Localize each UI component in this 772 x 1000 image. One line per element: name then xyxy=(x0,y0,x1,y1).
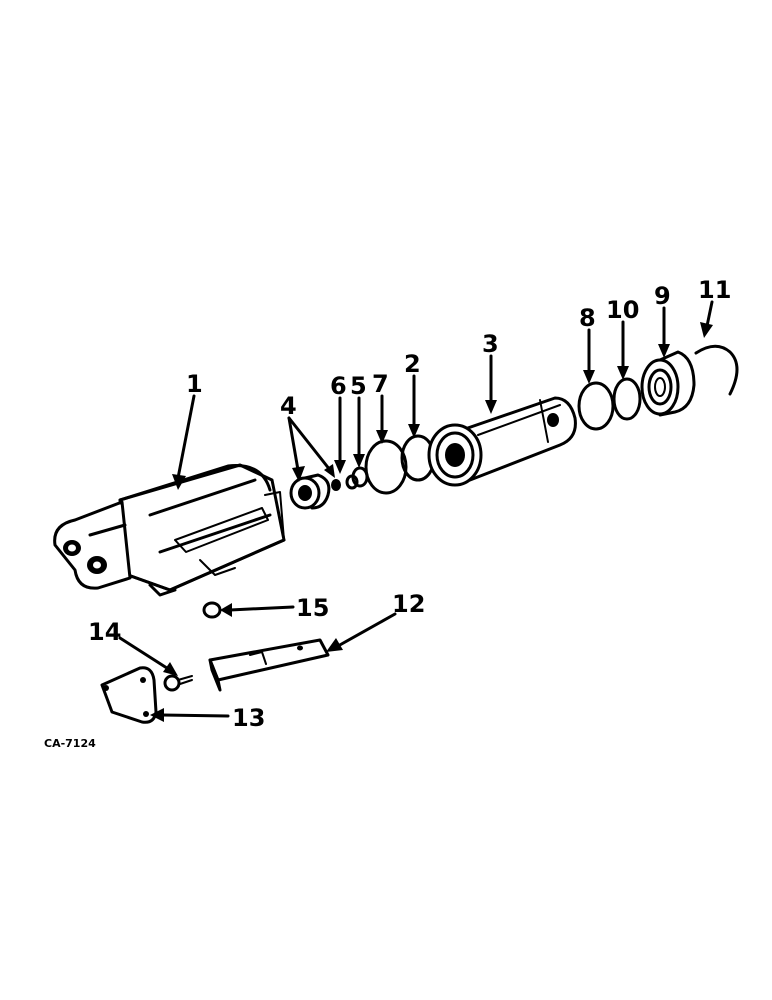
callout-11: 11 xyxy=(698,276,731,304)
leader-arrows xyxy=(118,300,714,722)
callout-12: 12 xyxy=(392,590,425,618)
callout-2: 2 xyxy=(404,350,421,378)
callout-10: 10 xyxy=(606,296,639,324)
callout-7: 7 xyxy=(372,370,389,398)
figure-code: CA-7124 xyxy=(44,737,96,750)
part-9-gland xyxy=(640,350,696,417)
callout-15: 15 xyxy=(296,594,329,622)
part-12-bar xyxy=(208,638,330,692)
part-13-plate xyxy=(100,666,158,724)
part-4-bushing-small xyxy=(331,479,341,491)
part-8-ring xyxy=(577,381,615,431)
callout-8: 8 xyxy=(579,304,596,332)
part-14-bolt xyxy=(163,674,193,692)
part-7-ring xyxy=(364,439,408,495)
part-10-ring xyxy=(612,377,642,421)
part-1-cylinder-body xyxy=(53,463,286,597)
part-11-snap-ring xyxy=(694,344,739,396)
callout-6: 6 xyxy=(330,372,347,400)
callout-5: 5 xyxy=(350,372,367,400)
callout-14: 14 xyxy=(88,618,121,646)
callout-9: 9 xyxy=(654,282,671,310)
callout-3: 3 xyxy=(482,330,499,358)
part-15-o-ring xyxy=(202,601,222,619)
part-4-bushing-large xyxy=(289,473,331,510)
callout-4: 4 xyxy=(280,392,297,420)
callout-13: 13 xyxy=(232,704,265,732)
callout-1: 1 xyxy=(186,370,203,398)
part-3-piston-rod xyxy=(427,396,577,487)
